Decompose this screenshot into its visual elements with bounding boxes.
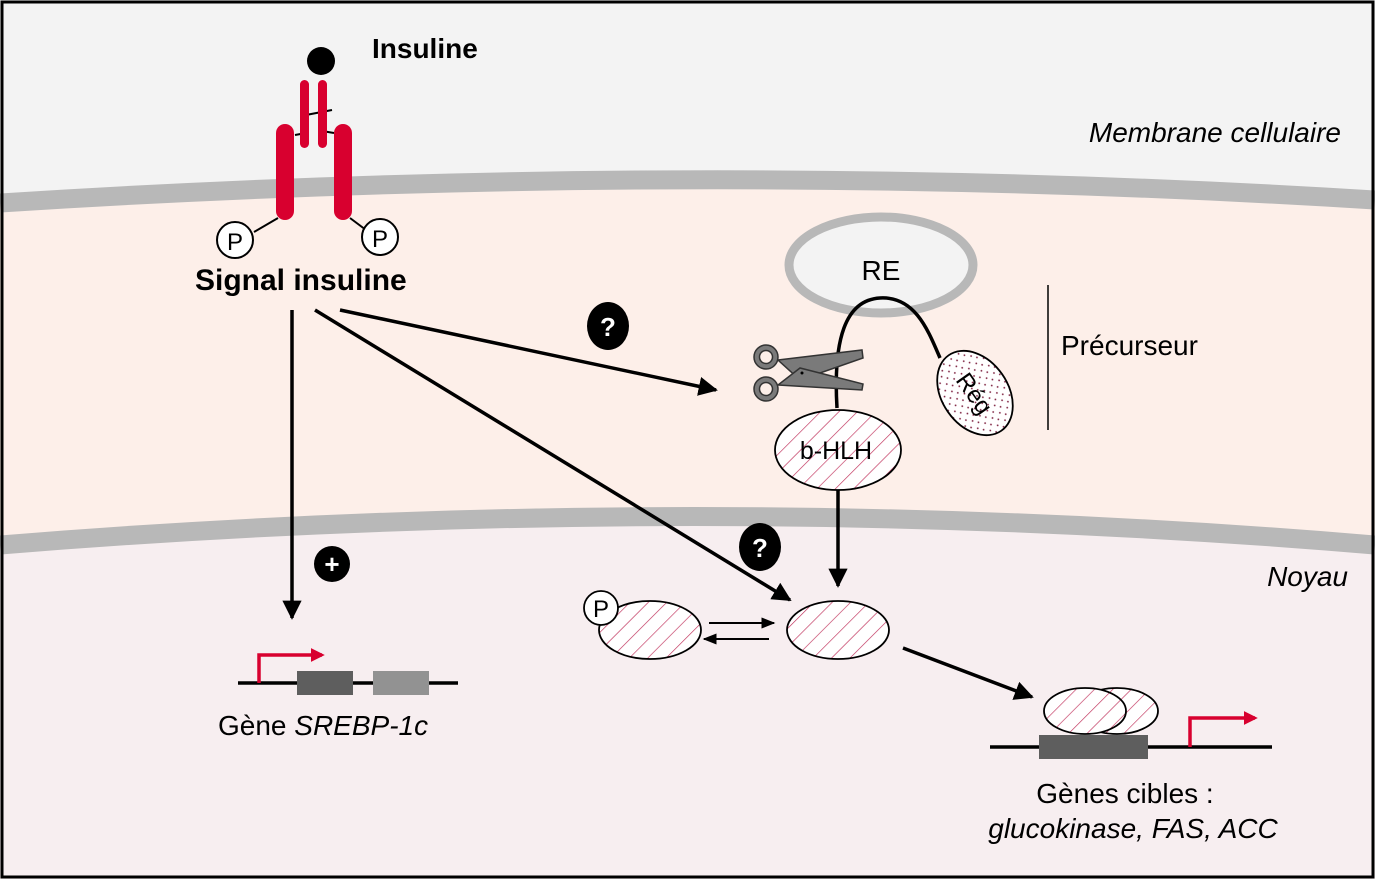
cytoplasm-region xyxy=(0,179,1375,546)
cell-membrane xyxy=(0,170,1375,213)
bhlh-domain: b-HLH xyxy=(774,409,902,491)
svg-text:+: + xyxy=(324,549,339,579)
endoplasmic-reticulum: RE xyxy=(784,212,978,318)
nucleus-label: Noyau xyxy=(1267,561,1348,592)
svg-text:b-HLH: b-HLH xyxy=(800,437,872,465)
scissors-icon xyxy=(753,344,864,402)
phosphate-right: P xyxy=(361,218,399,256)
binding-site-box xyxy=(1039,735,1148,759)
srebp1c-gene xyxy=(238,648,458,695)
insulin-receptor: P P xyxy=(216,47,399,259)
promoter-arrow-icon xyxy=(257,648,325,683)
unknown-badge-nuclear: ? xyxy=(739,523,781,571)
promoter-arrow-icon xyxy=(1188,711,1258,747)
receptor-alpha-right xyxy=(318,80,327,148)
target-genes-list: glucokinase, FAS, ACC xyxy=(988,813,1278,844)
insulin-signal-label: Signal insuline xyxy=(195,264,407,297)
receptor-beta-right xyxy=(334,124,352,220)
exon-dark xyxy=(297,671,353,695)
gene-srebp1c-label: Gène SREBP-1c xyxy=(218,710,428,741)
arrow-signal-to-nuclear-srebp xyxy=(314,308,792,602)
svg-text:?: ? xyxy=(752,533,768,563)
activation-badge: + xyxy=(314,546,350,582)
nucleus-region xyxy=(0,516,1375,879)
target-genes xyxy=(990,687,1272,759)
svg-text:P: P xyxy=(227,229,243,256)
target-genes-title: Gènes cibles : xyxy=(1036,778,1213,809)
cell-membrane-label: Membrane cellulaire xyxy=(1089,117,1341,148)
srebp-dimer-front xyxy=(1043,687,1127,735)
insulin-label: Insuline xyxy=(372,33,478,64)
svg-text:?: ? xyxy=(600,312,616,342)
receptor-alpha-left xyxy=(300,80,309,148)
regulatory-domain: Rég xyxy=(936,349,1014,437)
nuclear-srebp xyxy=(786,600,890,660)
arrow-srebp-to-target-genes xyxy=(902,646,1034,700)
unknown-badge-cleavage: ? xyxy=(587,302,629,350)
receptor-beta-left xyxy=(276,124,294,220)
arrow-signal-to-cleavage xyxy=(339,308,718,396)
insulin-molecule xyxy=(307,47,335,75)
exon-light xyxy=(373,671,429,695)
nuclear-membrane xyxy=(0,507,1375,555)
svg-text:RE: RE xyxy=(862,255,901,286)
phosphate-left: P xyxy=(216,221,254,259)
svg-text:P: P xyxy=(593,596,609,623)
svg-text:P: P xyxy=(372,226,388,253)
phosphorylated-srebp: P xyxy=(583,590,702,660)
precursor-label: Précurseur xyxy=(1061,330,1198,361)
